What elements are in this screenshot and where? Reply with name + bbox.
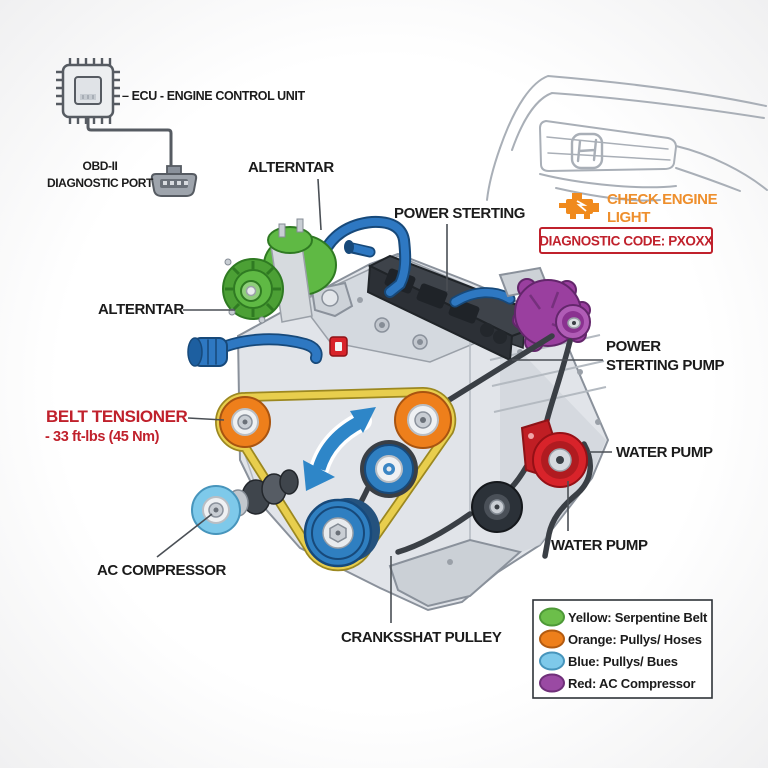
water-pump-right-label: WATER PUMP <box>616 444 713 461</box>
belt-tensioner-pulley <box>219 396 271 448</box>
hose-connector <box>187 337 228 367</box>
oil-pan <box>388 538 523 608</box>
ac-compressor-pulley <box>191 485 241 535</box>
idler-pulley-orange <box>394 391 452 449</box>
crankshaft-pulley-label: CRANKSSHAT PULLEY <box>341 629 502 646</box>
legend: Yellow: Serpentine Belt Orange: Pullys/ … <box>532 599 713 699</box>
idler-pulley-blue <box>360 440 418 498</box>
hose-to-pump <box>451 288 514 306</box>
coolant-hoses <box>187 215 516 367</box>
legend-swatch-pulleys-blue <box>539 651 565 671</box>
belt-tensioner-label-line1: BELT TENSIONER <box>46 407 188 426</box>
ecu-label: – ECU - ENGINE CONTROL UNIT <box>122 89 305 103</box>
ps-pump-label-line2: STERTING PUMP <box>606 357 725 374</box>
radiator-hose <box>207 335 321 363</box>
ac-compressor-label: AC COMPRESSOR <box>97 562 227 579</box>
brand-emblem-icon <box>570 132 604 170</box>
leader-lines <box>156 178 612 623</box>
microchip-icon <box>56 58 120 124</box>
power-steering-pump <box>498 266 591 352</box>
legend-label-belt: Yellow: Serpentine Belt <box>568 610 708 625</box>
belt-tensioner-label-line2: - 33 ft-lbs (45 Nm) <box>45 429 160 445</box>
hose-arch <box>318 217 410 296</box>
crankshaft-pulley-graphic <box>303 498 380 568</box>
engine-warning-icon <box>559 193 599 219</box>
check-engine-label-line2: LIGHT <box>607 209 650 226</box>
obd-label-line1: OBD-II <box>83 159 118 173</box>
legend-label-ac: Red: AC Compressor <box>568 676 696 691</box>
ecu-group <box>56 58 198 197</box>
leader-ac-compressor <box>156 513 213 558</box>
check-engine-label-line1: CHECK ENGINE <box>607 191 718 208</box>
legend-label-pulleys-orange: Orange: Pullys/ Hoses <box>568 632 702 647</box>
car-hood-sketch <box>486 74 768 202</box>
diagnostic-code-text: DIAGNOSTIC CODE: PXOXX <box>539 234 713 249</box>
legend-swatch-ac <box>539 673 565 693</box>
red-bracket <box>329 336 348 357</box>
legend-swatch-pulleys-orange <box>539 629 565 649</box>
curved-arrow-icon <box>303 407 376 491</box>
water-pump-bottom-label: WATER PUMP <box>551 537 648 554</box>
ps-pump-label-line1: POWER <box>606 338 661 355</box>
idler-pulley-black <box>471 481 523 533</box>
ecu-wire <box>86 117 173 167</box>
leader-alternator-top <box>317 178 322 231</box>
obd-label-line2: DIAGNOSTIC PORT <box>47 176 154 190</box>
grille-outline <box>538 119 678 173</box>
legend-label-pulleys-blue: Blue: Pullys/ Bues <box>568 654 678 669</box>
power-steering-label: POWER STERTING <box>394 205 525 222</box>
legend-swatch-belt <box>539 607 565 627</box>
diagnostic-code-box: DIAGNOSTIC CODE: PXOXX <box>539 227 714 254</box>
leader-belt-tensioner <box>187 417 225 421</box>
obd-plug-icon <box>150 165 198 197</box>
alternator-side-label: ALTERNTAR <box>98 301 184 318</box>
alternator-top-label: ALTERNTAR <box>248 159 334 176</box>
alternator <box>222 218 337 324</box>
water-pump-assembly <box>520 418 588 488</box>
